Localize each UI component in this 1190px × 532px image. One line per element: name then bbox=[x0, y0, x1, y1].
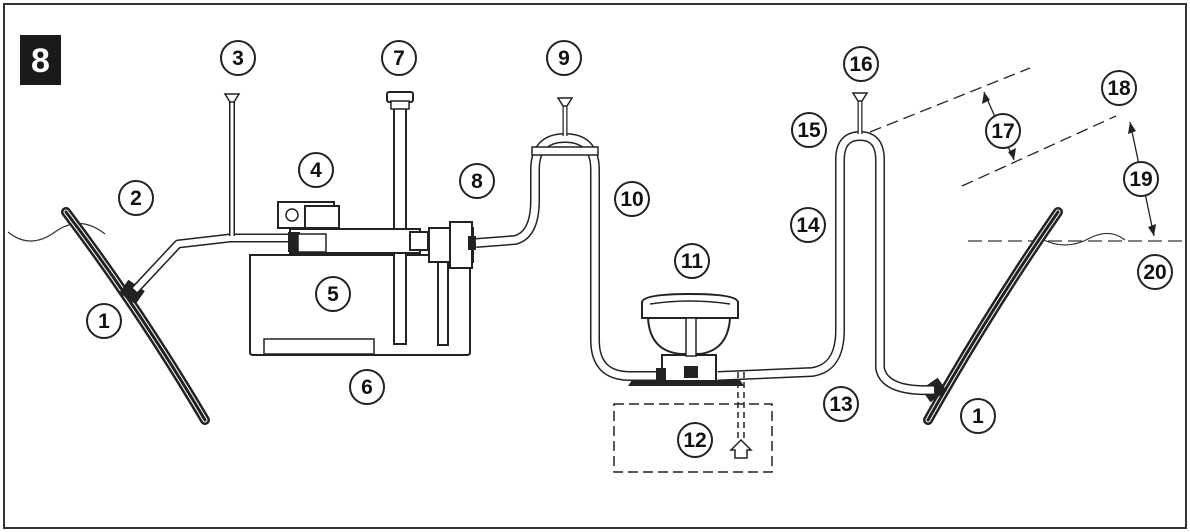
callout-circle bbox=[298, 152, 334, 188]
callout-circle bbox=[960, 398, 996, 434]
callout-label: 9 bbox=[558, 47, 570, 70]
callout-label: 20 bbox=[1143, 261, 1166, 284]
callout-circle bbox=[349, 369, 385, 405]
callout-c1a: 1 bbox=[86, 303, 122, 339]
callout-label: 1 bbox=[98, 310, 110, 333]
figure-number-badge: 8 bbox=[20, 35, 61, 85]
callout-circle bbox=[220, 40, 256, 76]
callout-c1b: 1 bbox=[960, 398, 996, 434]
callout-circle bbox=[1137, 254, 1173, 290]
through-hull-left bbox=[119, 279, 145, 305]
callout-c5: 5 bbox=[315, 276, 351, 312]
marine-toilet bbox=[628, 292, 744, 386]
callout-c19: 19 bbox=[1123, 161, 1159, 197]
flow-arrow-icon bbox=[729, 438, 753, 459]
callout-circle bbox=[674, 243, 710, 279]
callout-label: 6 bbox=[361, 376, 373, 399]
callout-label: 3 bbox=[232, 47, 244, 70]
callout-circle bbox=[823, 386, 859, 422]
callout-c16: 16 bbox=[843, 46, 879, 82]
callout-label: 14 bbox=[796, 214, 820, 237]
callout-circle bbox=[459, 163, 495, 199]
callout-circle bbox=[381, 40, 417, 76]
callout-circle bbox=[315, 276, 351, 312]
callout-label: 12 bbox=[683, 429, 706, 452]
callout-label: 8 bbox=[471, 170, 483, 193]
callout-label: 5 bbox=[327, 283, 339, 306]
dimension-line-bottom bbox=[961, 115, 1117, 187]
figure-number: 8 bbox=[31, 42, 50, 80]
supply-hose bbox=[475, 133, 660, 381]
callout-circle bbox=[1123, 161, 1159, 197]
callout-c9: 9 bbox=[546, 40, 582, 76]
callout-label: 2 bbox=[130, 187, 142, 210]
callout-label: 1 bbox=[972, 405, 984, 428]
waterline-right bbox=[1039, 232, 1126, 246]
callout-label: 10 bbox=[620, 188, 643, 211]
callout-c8: 8 bbox=[459, 163, 495, 199]
callout-c4: 4 bbox=[298, 152, 334, 188]
callout-circle bbox=[1101, 70, 1137, 106]
callout-circle bbox=[118, 180, 154, 216]
discharge-hose bbox=[717, 131, 935, 396]
callout-label: 7 bbox=[393, 47, 405, 70]
optional-tank-12 bbox=[613, 403, 773, 473]
callout-circle bbox=[791, 112, 827, 148]
dimension-line-top bbox=[869, 67, 1031, 133]
holding-tank bbox=[249, 254, 471, 356]
callout-c20: 20 bbox=[1137, 254, 1173, 290]
callout-c3: 3 bbox=[220, 40, 256, 76]
callout-c14: 14 bbox=[790, 207, 826, 243]
callout-label: 4 bbox=[310, 159, 322, 182]
callout-c7: 7 bbox=[381, 40, 417, 76]
callout-c17: 17 bbox=[985, 113, 1021, 149]
waterline-left bbox=[7, 222, 106, 242]
callout-label: 18 bbox=[1107, 77, 1131, 100]
callout-circle bbox=[843, 46, 879, 82]
callout-c10: 10 bbox=[614, 181, 650, 217]
callout-label: 15 bbox=[797, 119, 821, 142]
callout-circle bbox=[614, 181, 650, 217]
callout-circle bbox=[985, 113, 1021, 149]
callout-circle bbox=[677, 422, 713, 458]
callout-c15: 15 bbox=[791, 112, 827, 148]
callout-c12: 12 bbox=[677, 422, 713, 458]
callout-circle bbox=[790, 207, 826, 243]
vent-pipe-7 bbox=[393, 107, 407, 345]
callout-c18: 18 bbox=[1101, 70, 1137, 106]
callout-c6: 6 bbox=[349, 369, 385, 405]
callout-label: 19 bbox=[1129, 168, 1152, 191]
callout-c11: 11 bbox=[674, 243, 710, 279]
callout-circle bbox=[86, 303, 122, 339]
callout-circle bbox=[546, 40, 582, 76]
diagram-frame bbox=[3, 3, 1187, 529]
callout-c13: 13 bbox=[823, 386, 859, 422]
callout-label: 11 bbox=[681, 250, 704, 273]
callout-label: 17 bbox=[991, 120, 1014, 143]
callout-label: 16 bbox=[849, 53, 872, 76]
callout-c2: 2 bbox=[118, 180, 154, 216]
callout-label: 13 bbox=[829, 393, 852, 416]
